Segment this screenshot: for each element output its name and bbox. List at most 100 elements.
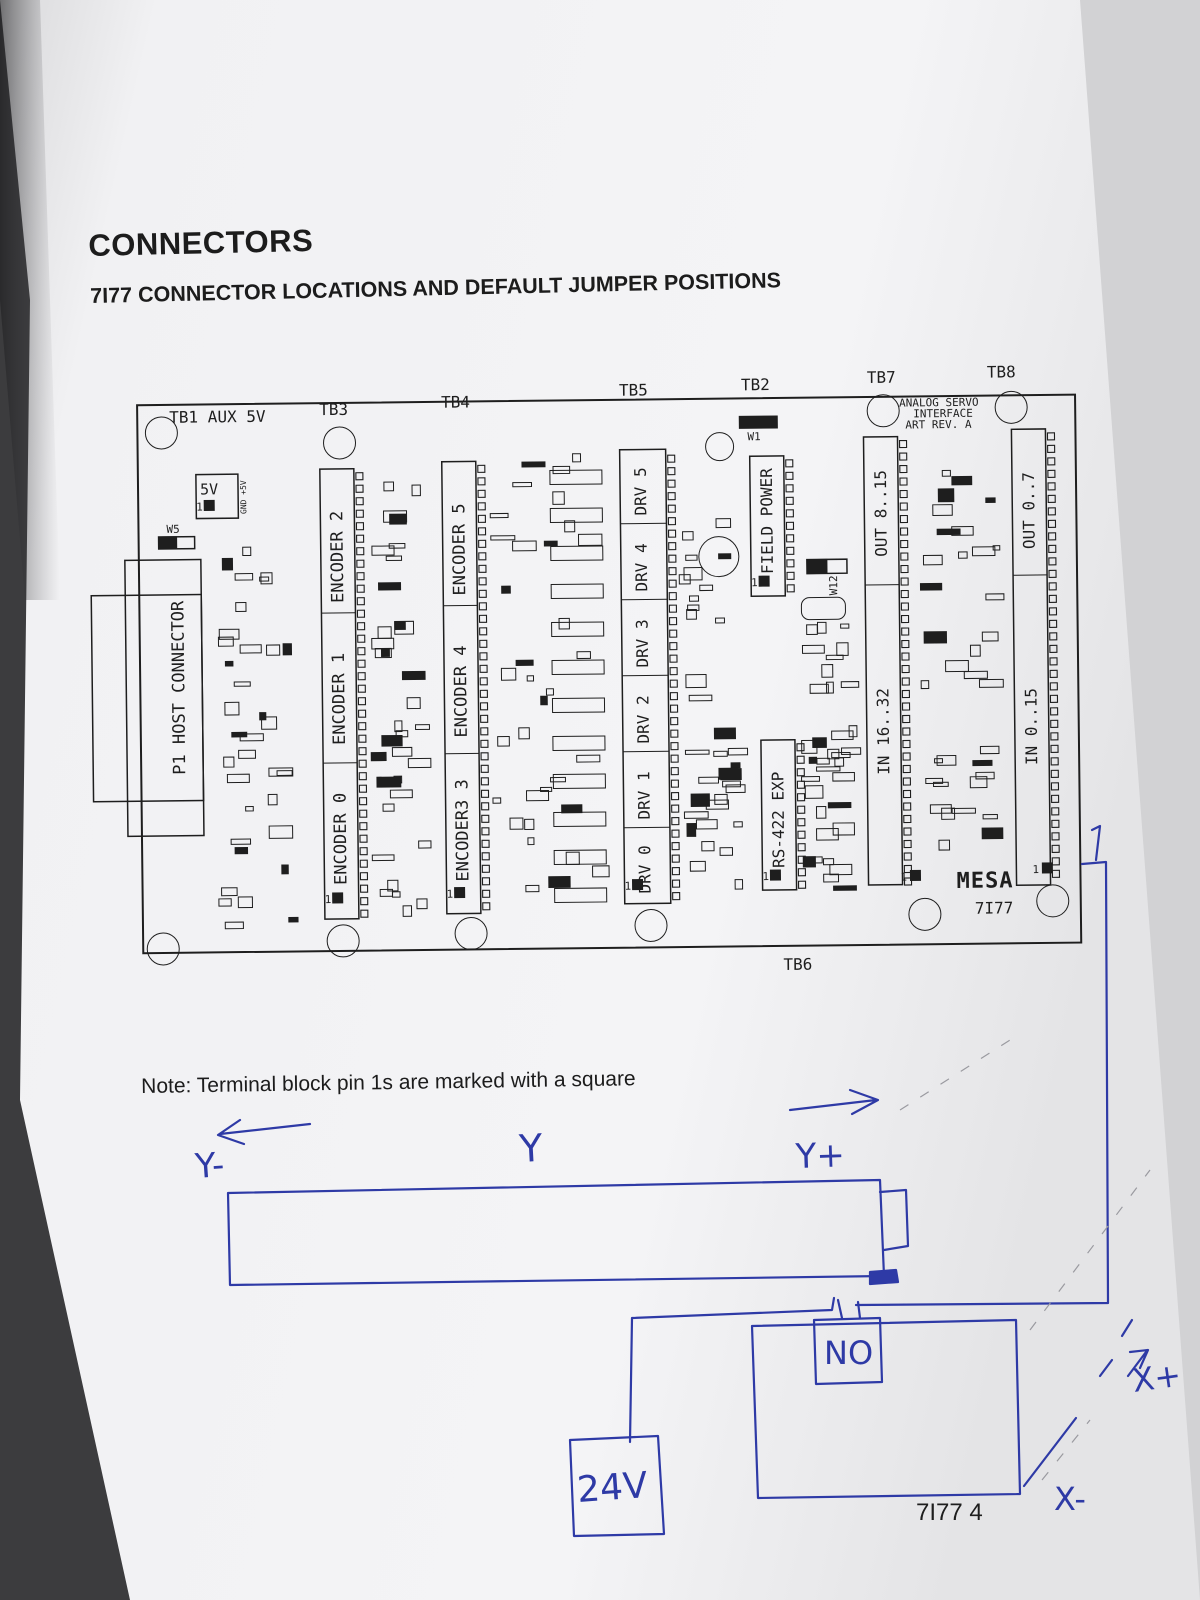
smd-component [515,659,534,666]
tb8-pin [1047,457,1056,466]
smd-component [701,841,715,852]
smd-component [688,694,713,702]
tb4-pin [477,502,486,511]
tb7-pin [899,489,908,499]
tb3-pin [358,784,368,793]
tb7-pin [903,864,912,874]
tb3-pin1-label: 1 [325,893,332,906]
smd-component [689,860,706,872]
smd-component [518,727,530,740]
smd-component [981,631,999,642]
smd-component [407,757,432,769]
mount-hole-top-tb7 [866,394,900,428]
smd-component [394,620,415,635]
tb5-pin [669,667,678,676]
tb8-pin [1050,707,1059,716]
tb4-pin [481,864,490,873]
tb4-pin [477,464,486,473]
smd-component [683,811,709,819]
tb5-d4 [623,750,670,753]
mount-hole-top-right [994,390,1028,424]
tb2-pin [785,459,794,468]
tb3-pin [356,609,366,618]
tb6-pin [796,780,806,789]
tb7-pin [900,577,909,586]
label-tb1: TB1 AUX 5V [169,407,266,427]
tb4-pin [482,902,491,911]
smd-component [389,789,413,799]
tb3-pin [359,884,369,893]
smd-component [497,736,510,747]
board-sketch-box [750,1318,1022,1500]
smd-component [932,504,953,517]
hand-no-label: NO [824,1334,873,1372]
smd-component [395,730,409,738]
tb8-pin [1048,557,1057,566]
smd-component [831,730,854,741]
tb5-pin [672,892,681,901]
tb7-pin [899,514,909,524]
smd-component [524,818,535,830]
analog-servo-line1: ANALOG SERVO [899,396,979,410]
tb2-pin [785,521,795,530]
tb8-pin [1051,844,1060,853]
tb5-pin [670,779,680,788]
smd-component [832,772,855,782]
ic-package [550,583,604,600]
smd-component [377,626,392,639]
tb8-pin [1051,869,1061,878]
smd-component [394,621,406,631]
smd-component [971,546,996,557]
tb5-d3 [622,674,669,677]
smd-component [827,801,852,809]
tb7-pin [902,727,911,736]
tb5-pin [667,529,677,538]
tb5-pin [671,854,680,863]
tb4-pin [482,889,491,898]
tb7-pin [902,777,911,786]
smd-component [925,777,944,785]
tb3-pin [358,722,367,731]
smd-component [804,785,824,799]
terminal-pins [355,432,1061,918]
tb7-pin [900,614,910,624]
tb4-pin [480,764,489,773]
smd-component [815,806,827,819]
ic-package [551,697,606,714]
tb3-pin [357,709,367,718]
tb7-pin [900,589,909,599]
tb3-pin [359,809,368,818]
tb2-pin [786,584,795,593]
tb8-pin [1050,782,1060,791]
tb8-pin [1048,607,1058,616]
analog-servo-line3: ART REV. A [905,418,972,432]
tb6-pin [796,793,806,802]
ic-package [549,507,603,524]
smd-component [972,759,993,767]
smd-component [816,828,839,841]
smd-component [840,623,850,629]
label-tb4: TB4 [441,392,470,411]
tb4-pin [480,789,490,798]
smd-component [402,905,413,917]
smd-component [558,617,570,630]
smd-component [489,512,509,519]
smd-component [411,484,421,497]
tb3-pin [357,659,366,668]
tb6-pin [797,868,807,877]
tb7-pin [902,714,911,724]
smd-component [233,681,251,687]
smd-component [809,683,829,694]
ic-package [552,735,606,752]
tb7-pin [901,664,910,674]
smd-component [734,879,744,890]
tb4-pin [479,652,488,661]
tb5-pin [671,867,680,876]
drv-0-label: DRV 0 [635,845,655,893]
smd-component [812,737,827,748]
tb8-pin [1051,794,1060,803]
hand-y-plus: Y+ [794,1135,846,1177]
mount-hole-bottom-left [146,932,180,966]
smd-component [985,593,1005,601]
smd-component [378,582,402,591]
